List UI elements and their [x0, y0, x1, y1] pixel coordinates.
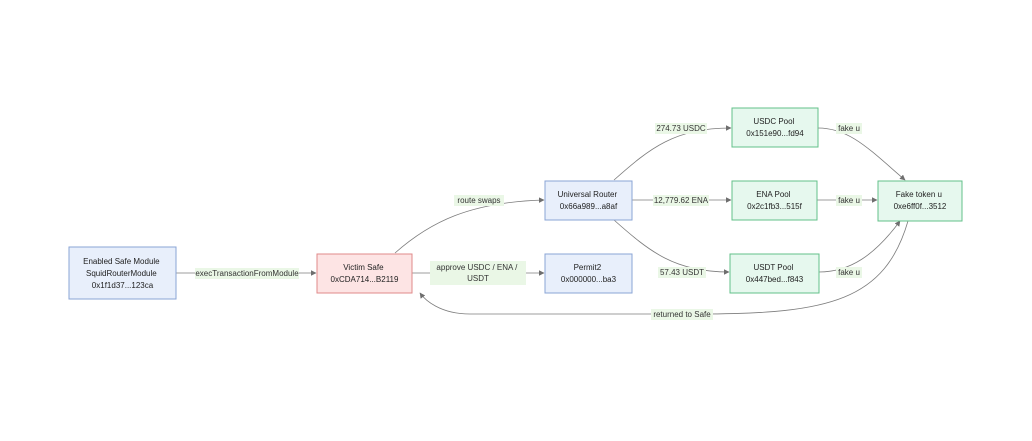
node-universal-router: Universal Router 0x66a989...a8af [544, 180, 633, 221]
edge-label-exec: execTransactionFromModule [195, 269, 299, 278]
edge-usdt [613, 219, 730, 275]
node-usdc-pool: USDC Pool 0x151e90...fd94 [731, 107, 819, 148]
edge-label-usdc: 274.73 USDC [656, 124, 706, 133]
edge-label-route: route swaps [457, 196, 500, 205]
node-permit2: Permit2 0x000000...ba3 [544, 253, 633, 294]
edge-fake1 [817, 127, 906, 181]
edge-returned [419, 220, 909, 315]
svg-text:Victim Safe 0xCDA714...B: Victim Safe 0xCDA714...B2119 [331, 263, 399, 284]
edge-route [394, 197, 545, 254]
edge-label-fake2: fake u [838, 196, 860, 205]
edge-labels: execTransactionFromModule route swaps ap… [195, 123, 862, 320]
svg-text:USDC Pool 0x151e90...fd9: USDC Pool 0x151e90...fd94 [746, 117, 804, 138]
svg-text:USDT Pool 0x447bed...f84: USDT Pool 0x447bed...f843 [746, 263, 804, 284]
svg-text:ENA Pool 0x2c1fb3...515f: ENA Pool 0x2c1fb3...515f [747, 190, 802, 211]
edge-fake3 [818, 220, 901, 273]
edge-label-usdt: 57.43 USDT [660, 268, 704, 277]
svg-text:Universal Router 0x66a98: Universal Router 0x66a989...a8af [558, 190, 620, 211]
node-victim-safe: Victim Safe 0xCDA714...B2119 [316, 253, 413, 294]
edge-label-returned: returned to Safe [653, 310, 711, 319]
svg-text:Permit2 0x000000...ba3: Permit2 0x000000...ba3 [561, 263, 617, 284]
node-safe-module: Enabled Safe Module SquidRouterModule 0x… [68, 246, 177, 300]
edge-label-ena: 12,779.62 ENA [654, 196, 709, 205]
edge-label-approve: approve USDC / ENA / USDT [436, 263, 519, 283]
edge-usdc [613, 125, 732, 181]
edge-label-fake3: fake u [838, 268, 860, 277]
node-ena-pool: ENA Pool 0x2c1fb3...515f [731, 180, 818, 221]
node-usdt-pool: USDT Pool 0x447bed...f843 [729, 253, 820, 294]
edge-label-fake1: fake u [838, 124, 860, 133]
svg-text:Fake token u 0xe6ff0f...: Fake token u 0xe6ff0f...3512 [894, 190, 947, 211]
node-fake-token: Fake token u 0xe6ff0f...3512 [877, 180, 963, 222]
svg-text:Enabled Safe Module Squi: Enabled Safe Module SquidRouterModule 0x… [83, 257, 162, 290]
